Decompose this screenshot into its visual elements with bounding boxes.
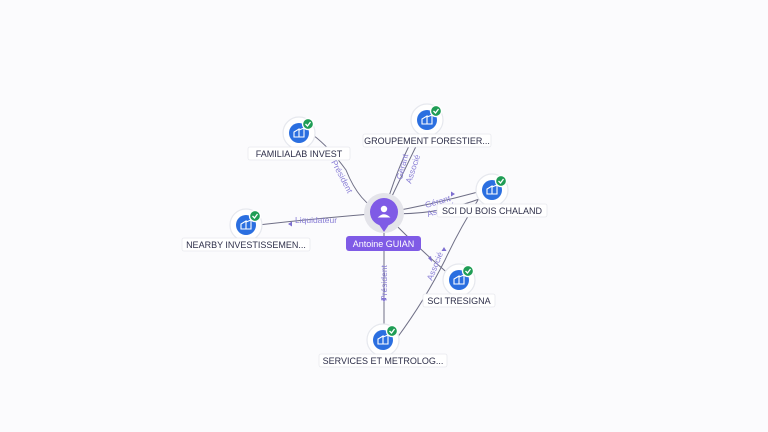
company-node-familialab[interactable]: FAMILIALAB INVEST (247, 116, 351, 161)
company-label: NEARBY INVESTISSEMEN... (186, 240, 306, 250)
edge-label-familialab: Président (329, 158, 355, 195)
company-node-groupement[interactable]: GROUPEMENT FORESTIER... (362, 103, 492, 148)
edge-services-bois (396, 199, 479, 339)
edge-label-services: Président (379, 264, 389, 301)
check-icon (301, 117, 315, 131)
person-name: Antoine GUIAN (353, 239, 415, 249)
company-label: SCI TRESIGNA (427, 296, 490, 306)
company-label: SCI DU BOIS CHALAND (442, 206, 543, 216)
arrow-boischaland (451, 191, 455, 197)
company-node-services[interactable]: SERVICES ET METROLOG... (318, 323, 448, 368)
arrows-layer (288, 191, 455, 302)
check-icon (429, 104, 443, 118)
arrow-nearby (288, 221, 292, 227)
company-node-boischaland[interactable]: SCI DU BOIS CHALAND (436, 173, 548, 218)
company-node-nearby[interactable]: NEARBY INVESTISSEMEN... (181, 208, 311, 252)
arrow-services (381, 298, 387, 302)
arrow-tresigna (428, 256, 432, 262)
company-label: FAMILIALAB INVEST (256, 149, 343, 159)
company-nodes: FAMILIALAB INVEST GROUPEMENT FORESTIER...… (181, 103, 548, 368)
check-icon (461, 264, 475, 278)
arrow-bois-up (441, 247, 447, 251)
user-icon (377, 205, 391, 218)
check-icon (248, 209, 262, 223)
check-icon (494, 174, 508, 188)
check-icon (385, 324, 399, 338)
company-label: GROUPEMENT FORESTIER... (364, 136, 490, 146)
person-node[interactable]: Antoine GUIAN (346, 193, 421, 251)
company-node-tresigna[interactable]: SCI TRESIGNA (422, 263, 496, 308)
edge-label-nearby: Liquidateur (295, 215, 337, 225)
company-label: SERVICES ET METROLOG... (323, 356, 444, 366)
